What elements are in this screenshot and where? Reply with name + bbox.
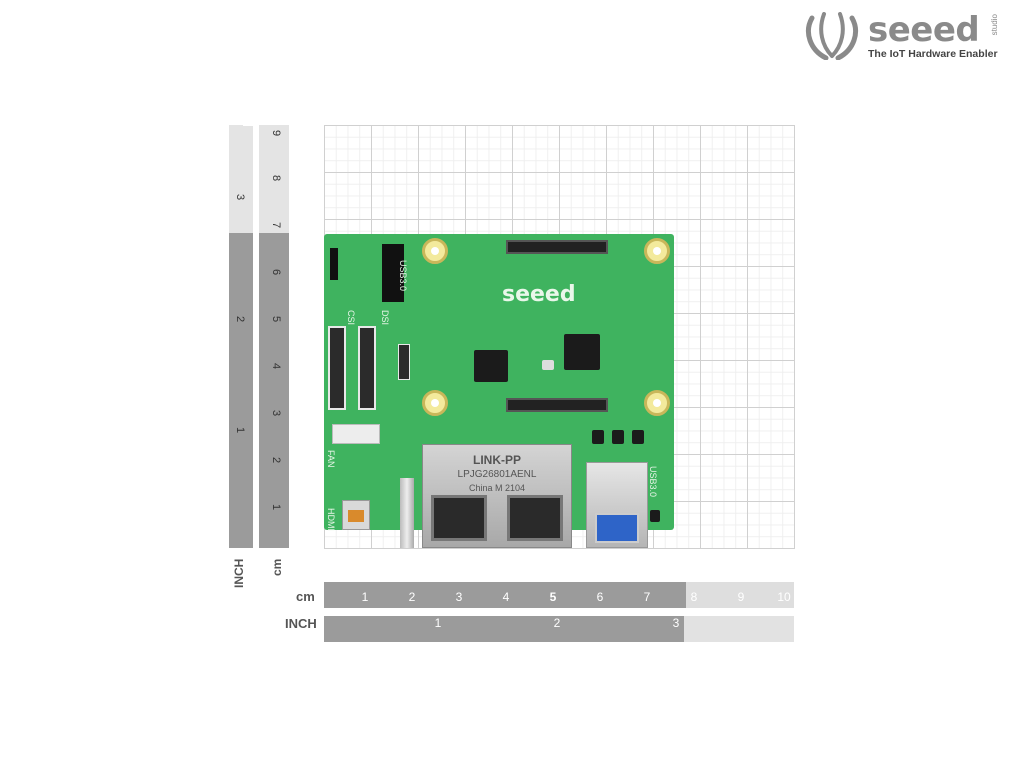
horizontal-cm-label: 4 bbox=[502, 590, 510, 604]
mounting-hole bbox=[644, 238, 670, 264]
mounting-hole bbox=[644, 390, 670, 416]
rj45-ethernet-port: LINK-PP LPJG26801AENL China M 2104 bbox=[422, 444, 572, 548]
crystal bbox=[542, 360, 554, 370]
vertical-inch-label: 3 bbox=[234, 193, 246, 201]
capacitor bbox=[632, 430, 644, 444]
horizontal-cm-label: 9 bbox=[737, 590, 745, 604]
silk-hdmi-label: HDMI bbox=[326, 508, 336, 531]
horizontal-cm-label: 3 bbox=[455, 590, 463, 604]
silk-usb3-label: USB3.0 bbox=[648, 466, 658, 498]
board-brand: seeed bbox=[502, 282, 576, 307]
fan-connector bbox=[332, 424, 380, 444]
seeed-logo: seeed studio The IoT Hardware Enabler bbox=[804, 10, 1004, 62]
horizontal-cm-label: 1 bbox=[361, 590, 369, 604]
horizontal-cm-label: 7 bbox=[643, 590, 651, 604]
rj45-brand: LINK-PP bbox=[473, 453, 521, 467]
horizontal-inch-label: 2 bbox=[553, 616, 561, 630]
board-to-board-connector bbox=[506, 398, 608, 412]
horizontal-cm-label: 8 bbox=[690, 590, 698, 604]
vertical-inch-label: 1 bbox=[234, 426, 246, 434]
capacitor bbox=[650, 510, 660, 522]
capacitor bbox=[592, 430, 604, 444]
pcb-board: seeed USB3.0 CSI DSI FAN HDMI LINK-PP LP… bbox=[324, 234, 674, 548]
vertical-inch-ruler: 1 2 3 bbox=[229, 125, 253, 548]
horizontal-cm-unit: cm bbox=[296, 589, 315, 604]
barrel-jack bbox=[400, 478, 414, 548]
vertical-inch-unit: INCH bbox=[232, 558, 246, 588]
horizontal-inch-label: 1 bbox=[434, 616, 442, 630]
mounting-hole bbox=[422, 390, 448, 416]
horizontal-cm-label: 10 bbox=[777, 590, 791, 604]
vertical-cm-label: 3 bbox=[270, 409, 282, 417]
rj45-socket bbox=[507, 495, 563, 541]
pin-header bbox=[382, 244, 404, 302]
silk-usb-label: USB3.0 bbox=[398, 260, 408, 292]
capacitor bbox=[612, 430, 624, 444]
board-to-board-connector bbox=[506, 240, 608, 254]
pin-header bbox=[330, 248, 338, 280]
usb3-tongue bbox=[595, 513, 639, 543]
mounting-hole bbox=[422, 238, 448, 264]
ic-chip bbox=[474, 350, 508, 382]
rj45-origin: China M 2104 bbox=[468, 483, 526, 493]
vertical-cm-label: 9 bbox=[270, 129, 282, 137]
rj45-socket bbox=[431, 495, 487, 541]
horizontal-cm-ruler: 1 2 3 4 5 6 7 8 9 10 bbox=[324, 582, 794, 608]
vertical-inch-label: 2 bbox=[234, 315, 246, 323]
dsi-connector bbox=[358, 326, 376, 410]
horizontal-cm-label: 2 bbox=[408, 590, 416, 604]
silk-csi-label: CSI bbox=[346, 310, 356, 326]
logo-wordmark: seeed bbox=[868, 10, 980, 50]
vertical-cm-label: 6 bbox=[270, 268, 282, 276]
rj45-part-number: LPJG26801AENL bbox=[457, 469, 537, 480]
vertical-cm-label: 1 bbox=[270, 503, 282, 511]
vertical-cm-ruler: 1 2 3 4 5 6 7 8 9 bbox=[259, 125, 289, 548]
vertical-cm-label: 5 bbox=[270, 315, 282, 323]
silk-fan-label: FAN bbox=[326, 450, 336, 468]
horizontal-inch-ruler: 1 2 3 bbox=[324, 616, 794, 642]
usb3-port bbox=[586, 462, 648, 548]
horizontal-cm-label: 5 bbox=[549, 590, 557, 604]
csi-connector bbox=[328, 326, 346, 410]
horizontal-inch-label: 3 bbox=[672, 616, 680, 630]
horizontal-cm-label: 6 bbox=[596, 590, 604, 604]
horizontal-inch-unit: INCH bbox=[285, 616, 317, 631]
small-fpc-connector bbox=[398, 344, 410, 380]
micro-hdmi-port bbox=[342, 500, 370, 530]
vertical-cm-label: 2 bbox=[270, 456, 282, 464]
logo-studio: studio bbox=[990, 14, 999, 36]
logo-tagline: The IoT Hardware Enabler bbox=[868, 48, 998, 60]
vertical-cm-unit: cm bbox=[270, 558, 284, 576]
vertical-cm-label: 4 bbox=[270, 362, 282, 370]
vertical-cm-label: 7 bbox=[270, 221, 282, 229]
seeed-leaf-icon bbox=[806, 12, 858, 60]
ic-chip bbox=[564, 334, 600, 370]
silk-dsi-label: DSI bbox=[380, 310, 390, 326]
vertical-cm-label: 8 bbox=[270, 174, 282, 182]
